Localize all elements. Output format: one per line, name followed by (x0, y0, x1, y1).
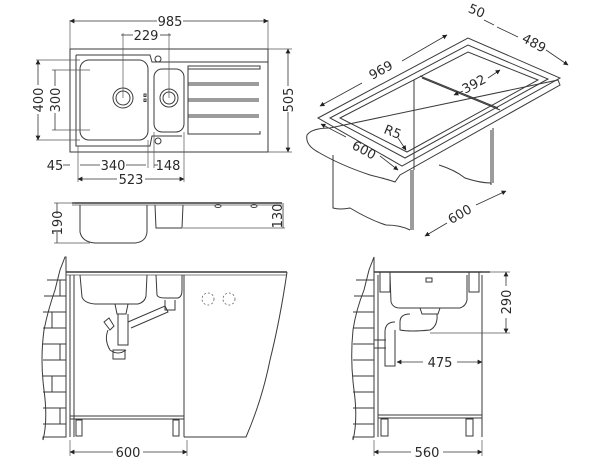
main-bowl-front (79, 274, 148, 305)
cabinet-left (332, 155, 411, 231)
rim-top (76, 54, 268, 63)
top-view: 985 229 505 400 300 45 340 (32, 15, 297, 188)
dim-505: 505 (282, 88, 297, 113)
side-install-view: 290 475 560 (351, 256, 515, 461)
dim-290: 290 (500, 290, 515, 315)
second-bowl-section (154, 204, 184, 229)
dim-300: 300 (49, 88, 64, 113)
isometric-view: 969 50 489 392 R5 600 600 (306, 2, 569, 237)
dim-600-cabinet: 600 (446, 202, 475, 227)
brick-wall-side (351, 256, 375, 441)
dim-229: 229 (134, 29, 159, 44)
dim-523: 523 (119, 173, 144, 188)
worktop (306, 79, 561, 183)
front-install-view: 600 (41, 256, 288, 461)
side-section-view: 190 130 (51, 202, 286, 244)
dim-340: 340 (101, 159, 126, 174)
cabinet-leg (75, 419, 83, 437)
cabinet-leg (172, 419, 180, 437)
dim-190: 190 (51, 211, 66, 236)
dim-400: 400 (32, 88, 47, 113)
dim-392: 392 (460, 72, 489, 97)
socket (201, 292, 215, 306)
dim-130: 130 (271, 204, 286, 229)
dim-985: 985 (158, 15, 183, 30)
rim-left (75, 55, 182, 147)
main-bowl (79, 59, 149, 141)
sink-frame (316, 37, 562, 167)
dim-560: 560 (415, 446, 440, 461)
dim-r5: R5 (381, 123, 403, 143)
dim-45: 45 (47, 159, 64, 174)
socket (222, 292, 236, 306)
dim-600-front: 600 (116, 446, 141, 461)
dim-50: 50 (466, 2, 487, 22)
main-bowl-section (79, 205, 148, 244)
dim-489: 489 (519, 31, 548, 56)
dim-148: 148 (156, 159, 181, 174)
brick-wall (41, 256, 67, 441)
dim-475: 475 (428, 356, 453, 371)
tap-hole-top (154, 55, 162, 63)
bowl-side (389, 274, 468, 309)
tap-hole-bottom (154, 137, 162, 145)
side-panel (184, 271, 288, 438)
dim-969: 969 (367, 58, 396, 83)
